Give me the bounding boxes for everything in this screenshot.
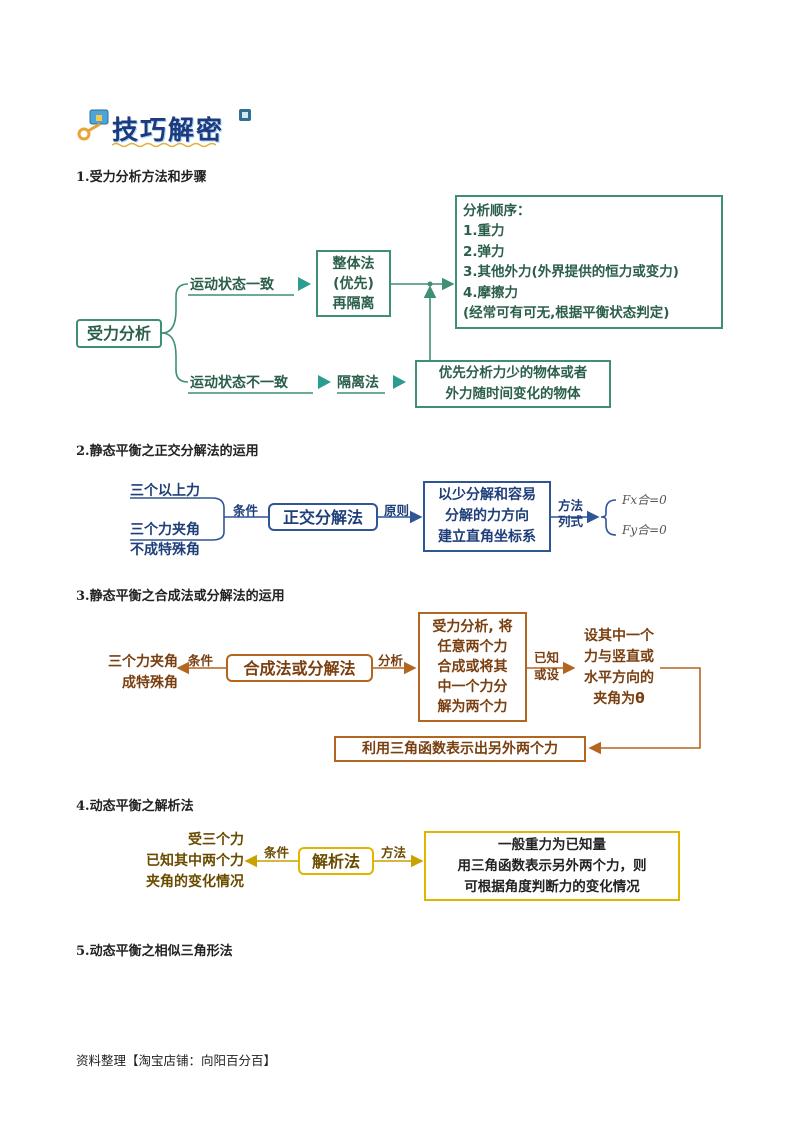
- label-method: 方法: [381, 845, 407, 860]
- label-known-or-assume: 已知 或设: [534, 650, 560, 682]
- wavy-underline: [112, 142, 217, 148]
- header-title: 技巧解密: [112, 116, 225, 146]
- node-force-analysis-steps: 受力分析, 将 任意两个力 合成或将其 中一个力分 解为两个力: [418, 612, 527, 722]
- equation-fx: Fx合=0: [622, 493, 667, 507]
- condition-nonspecial-angle: 三个力夹角 不成特殊角: [130, 522, 200, 558]
- condition-three-forces: 受三个力 已知其中两个力 夹角的变化情况: [146, 832, 244, 890]
- branch-label-inconsistent: 运动状态不一致: [190, 375, 288, 391]
- condition-more-than-three: 三个以上力: [130, 483, 200, 499]
- label-principle: 原则: [384, 503, 410, 518]
- node-whole-method: 整体法 (优先) 再隔离: [316, 250, 391, 317]
- section-heading-5: 5.动态平衡之相似三角形法: [76, 944, 233, 959]
- condition-special-angle: 三个力夹角 成特殊角: [108, 654, 178, 691]
- node-analytic-method: 解析法: [298, 847, 374, 875]
- section-heading-1: 1.受力分析方法和步骤: [76, 170, 207, 185]
- label-analysis: 分析: [378, 653, 404, 668]
- equation-fy: Fy合=0: [622, 523, 667, 537]
- section-heading-3: 3.静态平衡之合成法或分解法的运用: [76, 589, 285, 604]
- label-condition: 条件: [233, 503, 259, 518]
- junction-dot: [427, 281, 433, 287]
- arrow-icon: [318, 375, 331, 389]
- label-condition: 条件: [188, 653, 214, 668]
- node-isolation-method: 隔离法: [337, 375, 379, 391]
- book-icon: [239, 109, 251, 121]
- node-priority-objects: 优先分析力少的物体或者 外力随时间变化的物体: [415, 360, 611, 408]
- label-condition: 条件: [264, 845, 290, 860]
- arrow-icon: [298, 277, 311, 291]
- section-heading-2: 2.静态平衡之正交分解法的运用: [76, 444, 259, 459]
- root-node-force-analysis: 受力分析: [76, 319, 162, 348]
- key-computer-icon: [77, 109, 109, 141]
- arrow-icon: [393, 375, 406, 389]
- node-composition-decomposition: 合成法或分解法: [226, 654, 373, 682]
- node-trig-result: 利用三角函数表示出另外两个力: [334, 736, 586, 762]
- section-heading-4: 4.动态平衡之解析法: [76, 799, 194, 814]
- node-principle: 以少分解和容易 分解的力方向 建立直角坐标系: [423, 481, 551, 552]
- node-assume-angle: 设其中一个 力与竖直或 水平方向的 夹角为θ: [584, 628, 654, 707]
- node-analytic-description: 一般重力为已知量 用三角函数表示另外两个力，则 可根据角度判断力的变化情况: [424, 831, 680, 901]
- footer-text: 资料整理【淘宝店铺：向阳百分百】: [76, 1053, 277, 1068]
- node-analysis-order: 分析顺序： 1.重力 2.弹力 3.其他外力(外界提供的恒力或变力) 4.摩擦力…: [455, 195, 723, 329]
- branch-label-consistent: 运动状态一致: [190, 277, 274, 293]
- node-orthogonal-decomposition: 正交分解法: [268, 503, 378, 531]
- header-logo: 技巧解密: [76, 106, 256, 148]
- label-method-equation: 方法 列式: [558, 498, 584, 529]
